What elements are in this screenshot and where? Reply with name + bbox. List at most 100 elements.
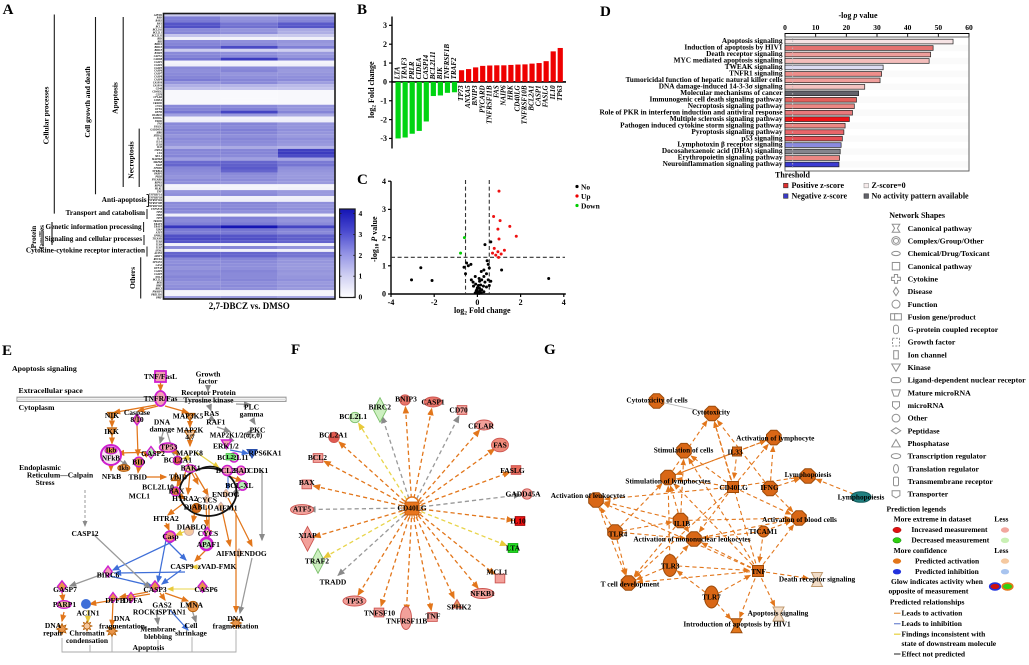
svg-text:CASP7: CASP7 [154, 73, 162, 76]
svg-text:3: 3 [382, 205, 386, 214]
svg-text:TNFRSF10B: TNFRSF10B [521, 85, 529, 124]
svg-text:BCL2L1: BCL2L1 [339, 412, 367, 421]
svg-text:Necroptosis signaling pathway: Necroptosis signaling pathway [688, 101, 783, 110]
svg-text:ROCK1: ROCK1 [133, 608, 160, 617]
svg-text:SPTAN1: SPTAN1 [158, 608, 186, 617]
svg-text:2: 2 [519, 298, 523, 307]
svg-text:PARP1: PARP1 [154, 173, 162, 176]
svg-text:PPIF: PPIF [156, 296, 162, 299]
svg-text:LMNA: LMNA [154, 149, 163, 152]
svg-text:CASP14: CASP14 [153, 84, 163, 87]
svg-text:AIFM1: AIFM1 [153, 14, 163, 17]
svg-text:DFFB: DFFB [105, 596, 125, 605]
svg-text:BIRC3: BIRC3 [154, 46, 163, 49]
svg-text:CDK1: CDK1 [248, 466, 269, 475]
svg-text:IKK: IKK [104, 427, 119, 436]
svg-text:DNA: DNA [227, 614, 244, 623]
svg-text:Membrane: Membrane [140, 625, 176, 634]
svg-text:fragmentation: fragmentation [99, 622, 146, 631]
svg-text:AIFM1: AIFM1 [216, 549, 240, 558]
svg-text:No: No [581, 183, 590, 192]
svg-text:TLR7: TLR7 [156, 246, 163, 249]
svg-text:ERK1/2: ERK1/2 [213, 442, 239, 451]
svg-text:state of downstream molecule: state of downstream molecule [902, 639, 997, 648]
svg-text:T cell development: T cell development [601, 579, 660, 588]
svg-text:TP53: TP53 [156, 211, 162, 214]
svg-text:microRNA: microRNA [908, 401, 945, 410]
svg-text:XIAP: XIAP [298, 531, 317, 540]
svg-text:Induction of apoptosis by HIV1: Induction of apoptosis by HIV1 [684, 43, 782, 52]
svg-text:4: 4 [382, 177, 386, 186]
svg-text:TLR4: TLR4 [156, 243, 163, 246]
svg-text:HTRA2: HTRA2 [172, 494, 198, 503]
svg-text:TWEAK signaling: TWEAK signaling [725, 62, 783, 71]
svg-text:HRK: HRK [506, 84, 514, 101]
svg-text:Leads to inhibition: Leads to inhibition [902, 619, 963, 628]
svg-text:SPHK2: SPHK2 [154, 235, 163, 238]
svg-text:CD70: CD70 [156, 93, 163, 96]
svg-text:NIK: NIK [105, 411, 119, 420]
svg-text:BBC3: BBC3 [155, 288, 163, 291]
svg-text:PYCARD: PYCARD [152, 179, 162, 182]
svg-text:2: 2 [383, 40, 387, 49]
svg-text:CD40LG: CD40LG [397, 504, 426, 513]
svg-text:BCL2A1: BCL2A1 [164, 456, 193, 465]
svg-text:shrinkage: shrinkage [175, 629, 207, 638]
svg-text:MCL1: MCL1 [154, 155, 163, 158]
svg-text:BAX: BAX [299, 478, 315, 487]
svg-text:MAPK8: MAPK8 [176, 449, 203, 458]
svg-text:Apoptosis signaling: Apoptosis signaling [722, 36, 783, 45]
svg-text:Lymphopoiesis: Lymphopoiesis [838, 493, 885, 502]
svg-text:CD70: CD70 [449, 406, 468, 415]
svg-text:CASP1: CASP1 [535, 85, 543, 106]
svg-text:CD40LG: CD40LG [514, 85, 522, 111]
svg-text:zVAD-FMK: zVAD-FMK [198, 562, 237, 571]
svg-text:Activation of mononuclear leuk: Activation of mononuclear leukocytes [633, 535, 750, 544]
svg-text:Canonical pathway: Canonical pathway [908, 262, 972, 271]
svg-text:20: 20 [843, 23, 851, 32]
svg-text:MCL1: MCL1 [486, 568, 507, 577]
svg-text:Apoptosis signaling: Apoptosis signaling [12, 364, 77, 373]
svg-text:Reticulum—Calpain: Reticulum—Calpain [27, 471, 94, 480]
svg-text:factor: factor [198, 377, 218, 386]
svg-text:CASP1: CASP1 [421, 398, 445, 407]
svg-text:IL10: IL10 [156, 137, 163, 140]
svg-text:Predicted activation: Predicted activation [915, 556, 980, 565]
svg-text:BIK: BIK [436, 66, 444, 80]
svg-text:Anti-apoptosis: Anti-apoptosis [102, 196, 147, 204]
svg-text:CASP9: CASP9 [154, 79, 162, 82]
svg-text:Findings inconsistent with: Findings inconsistent with [902, 630, 987, 639]
svg-text:BCL2A1: BCL2A1 [319, 430, 348, 439]
svg-text:FADD: FADD [155, 120, 162, 123]
svg-text:AIFM1: AIFM1 [214, 504, 238, 513]
svg-text:8/10: 8/10 [130, 415, 144, 424]
svg-text:TICAM1: TICAM1 [152, 237, 162, 240]
svg-text:DNA: DNA [45, 621, 62, 630]
svg-text:CASP3: CASP3 [154, 67, 162, 70]
svg-text:Up: Up [581, 192, 591, 201]
svg-text:Complex/Group/Other: Complex/Group/Other [908, 236, 985, 245]
svg-text:TLR3: TLR3 [156, 240, 163, 243]
svg-text:-log10 P value: -log10 P value [370, 216, 381, 262]
svg-text:Leads to activation: Leads to activation [902, 609, 964, 618]
svg-text:TLR7: TLR7 [702, 592, 721, 601]
svg-text:Pyroptosis signaling pathway: Pyroptosis signaling pathway [691, 127, 782, 136]
svg-text:SPHK2: SPHK2 [447, 603, 471, 612]
svg-text:Cellular processes: Cellular processes [42, 86, 51, 144]
svg-text:1: 1 [383, 59, 387, 68]
svg-text:2,7-DBCZ vs. DMSO: 2,7-DBCZ vs. DMSO [209, 301, 290, 311]
svg-text:TBID: TBID [129, 473, 148, 482]
svg-text:Predicted relationships: Predicted relationships [890, 598, 965, 607]
svg-text:NFKBIA: NFKBIA [151, 170, 162, 173]
svg-text:TNF/FasL: TNF/FasL [144, 372, 177, 381]
svg-text:30: 30 [873, 23, 881, 32]
svg-text:RAF1: RAF1 [206, 418, 225, 427]
svg-text:Activation of lymphocyte: Activation of lymphocyte [736, 433, 815, 442]
svg-text:Signaling and cellular process: Signaling and cellular processes [45, 235, 143, 243]
svg-text:Caspase: Caspase [124, 408, 151, 417]
svg-text:log2 Fold change: log2 Fold change [454, 306, 511, 317]
svg-text:CIDEA: CIDEA [415, 57, 423, 79]
svg-text:NFKB1: NFKB1 [153, 167, 163, 170]
svg-text:Other: Other [908, 414, 928, 423]
svg-text:40: 40 [904, 23, 912, 32]
